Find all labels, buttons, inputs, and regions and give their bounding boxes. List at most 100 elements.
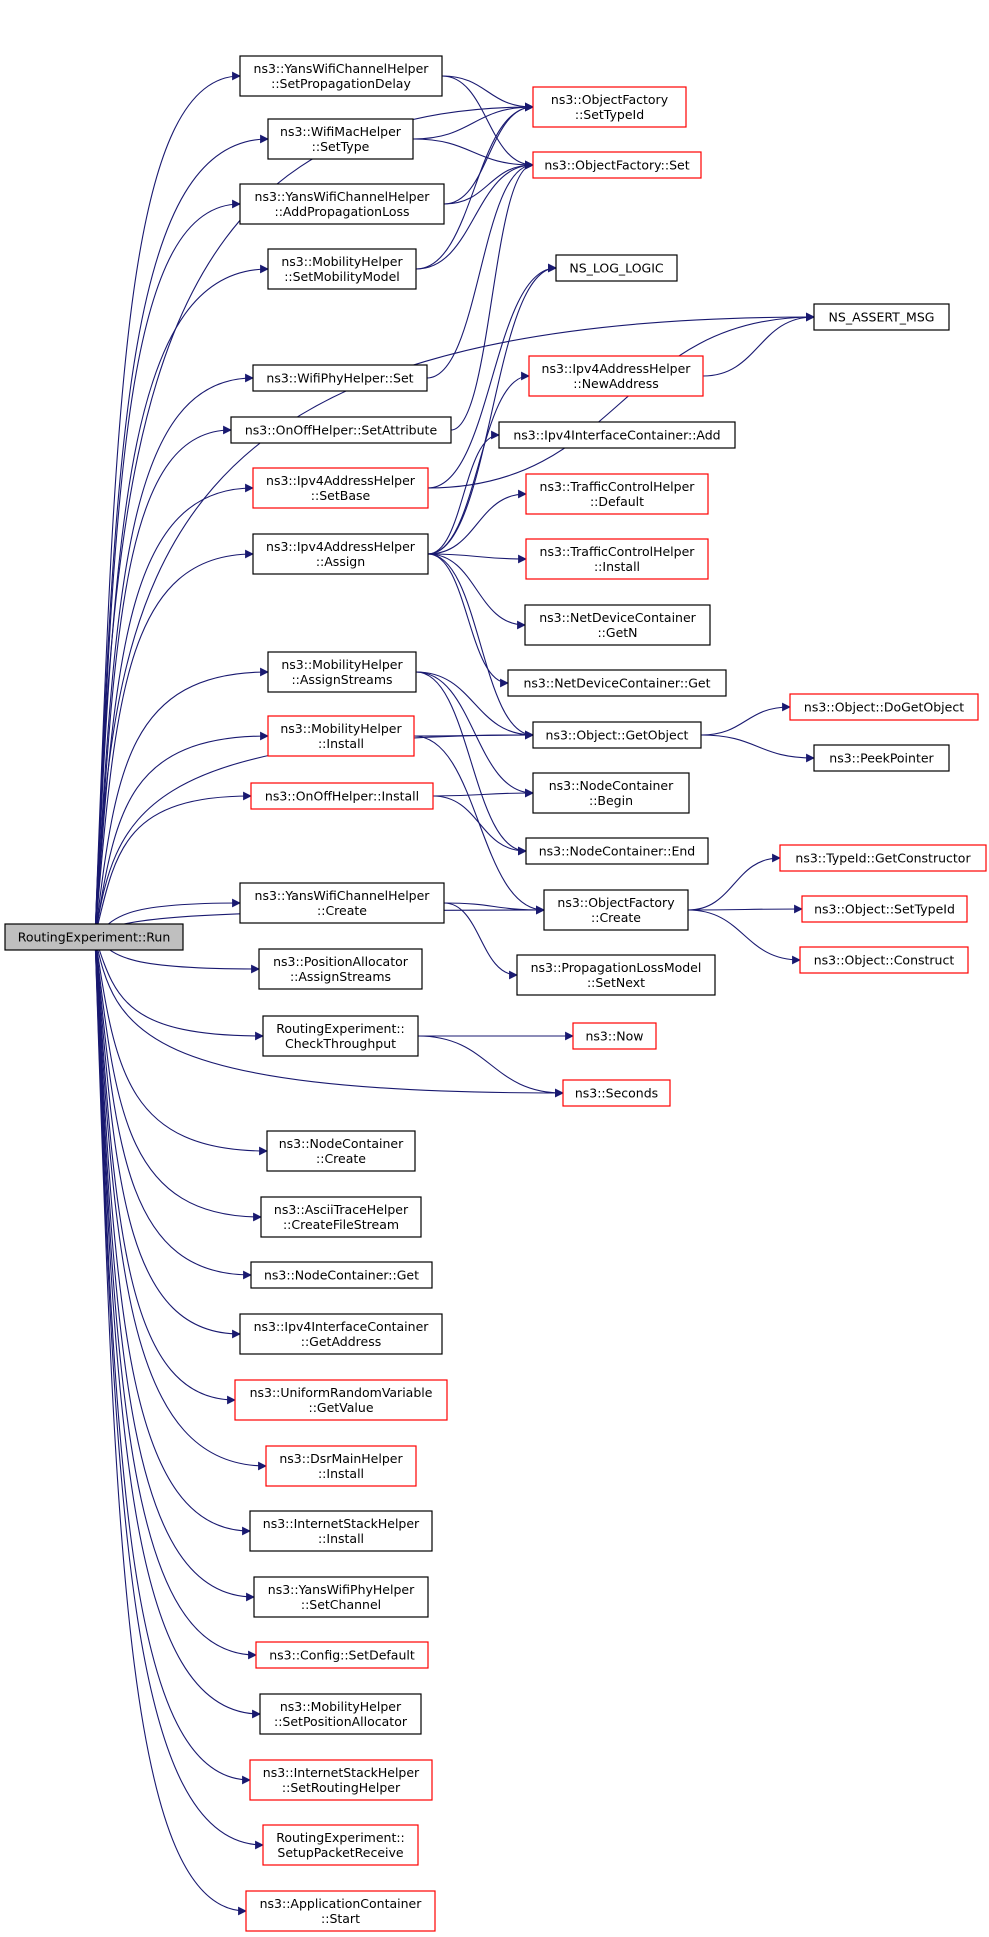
node-ndc-getn[interactable]: ns3::NetDeviceContainer::GetN xyxy=(524,604,711,646)
node-label-line: ::GetAddress xyxy=(301,1334,381,1349)
node-mob-assignstreams[interactable]: ns3::MobilityHelper::AssignStreams xyxy=(267,651,417,693)
node-nc-begin[interactable]: ns3::NodeContainer::Begin xyxy=(532,772,690,814)
node-label-line: ns3::Ipv4InterfaceContainer::Add xyxy=(513,428,720,443)
node-ascii-createfile[interactable]: ns3::AsciiTraceHelper::CreateFileStream xyxy=(260,1196,422,1238)
node-box xyxy=(801,895,968,923)
edge-ipv4_assign-to-obj_getobject xyxy=(427,553,534,740)
node-ns3-seconds[interactable]: ns3::Seconds xyxy=(562,1079,671,1107)
node-box xyxy=(266,1130,416,1172)
node-ndc-get[interactable]: ns3::NetDeviceContainer::Get xyxy=(507,669,727,697)
node-label-line: ns3::Object::SetTypeId xyxy=(814,902,955,917)
node-label-line: ns3::Ipv4AddressHelper xyxy=(542,361,692,376)
node-label-line: ::Create xyxy=(591,910,641,925)
node-mob-setposalloc[interactable]: ns3::MobilityHelper::SetPositionAllocato… xyxy=(259,1693,422,1735)
node-mob-install[interactable]: ns3::MobilityHelper::Install xyxy=(267,715,415,757)
node-nc-end[interactable]: ns3::NodeContainer::End xyxy=(525,837,709,865)
node-box xyxy=(799,946,969,974)
node-box xyxy=(524,604,711,646)
node-box xyxy=(252,533,429,575)
node-ish-install[interactable]: ns3::InternetStackHelper::Install xyxy=(249,1510,433,1552)
node-tch-install[interactable]: ns3::TrafficControlHelper::Install xyxy=(525,538,709,580)
node-ish-setrouting[interactable]: ns3::InternetStackHelper::SetRoutingHelp… xyxy=(249,1759,433,1801)
edge-root-to-ns3_seconds xyxy=(94,936,564,1098)
node-label-line: ns3::PeekPointer xyxy=(829,751,934,766)
node-of-set[interactable]: ns3::ObjectFactory::Set xyxy=(532,151,702,179)
node-box xyxy=(789,693,979,721)
edge-ipv4_assign-to-ipv4ic_add xyxy=(427,430,500,555)
node-ns-assert-msg[interactable]: NS_ASSERT_MSG xyxy=(813,303,950,331)
node-root[interactable]: RoutingExperiment::Run xyxy=(4,923,184,951)
node-re-checkthroughput[interactable]: RoutingExperiment::CheckThroughput xyxy=(262,1015,419,1057)
node-box xyxy=(813,303,950,331)
node-layer: RoutingExperiment::Run ns3::YansWifiChann… xyxy=(4,55,987,1932)
edge-wifimac_settype-to-of_settypeid xyxy=(412,102,534,140)
edge-mob_assignstreams-to-obj_getobject xyxy=(415,671,534,740)
node-label-line: SetupPacketReceive xyxy=(277,1845,404,1860)
node-obj-construct[interactable]: ns3::Object::Construct xyxy=(799,946,969,974)
node-ipv4-assign[interactable]: ns3::Ipv4AddressHelper::Assign xyxy=(252,533,429,575)
edge-onoff_setattr-to-of_set xyxy=(450,160,534,431)
node-wifimac-settype[interactable]: ns3::WifiMacHelper::SetType xyxy=(267,118,414,160)
node-re-setuppacket[interactable]: RoutingExperiment::SetupPacketReceive xyxy=(262,1824,419,1866)
node-yans-propdelay[interactable]: ns3::YansWifiChannelHelper::SetPropagati… xyxy=(239,55,443,97)
node-of-create[interactable]: ns3::ObjectFactory::Create xyxy=(543,889,689,931)
node-nc-get[interactable]: ns3::NodeContainer::Get xyxy=(250,1261,433,1289)
node-box xyxy=(239,882,445,924)
node-label-line: ns3::OnOffHelper::Install xyxy=(265,789,419,804)
node-box xyxy=(267,118,414,160)
node-box xyxy=(249,1759,433,1801)
node-wifiphy-set[interactable]: ns3::WifiPhyHelper::Set xyxy=(252,364,428,392)
node-yansphy-setchannel[interactable]: ns3::YansWifiPhyHelper::SetChannel xyxy=(253,1576,429,1618)
node-nc-create[interactable]: ns3::NodeContainer::Create xyxy=(266,1130,416,1172)
node-yans-create[interactable]: ns3::YansWifiChannelHelper::Create xyxy=(239,882,445,924)
node-box xyxy=(532,151,702,179)
node-typeid-getconstructor[interactable]: ns3::TypeId::GetConstructor xyxy=(779,844,987,872)
edge-root-to-dsr_install xyxy=(94,936,267,1471)
edge-yans_create-to-plm_setnext xyxy=(443,902,518,980)
node-label-line: ::SetNext xyxy=(587,975,645,990)
node-ipv4ic-getaddress[interactable]: ns3::Ipv4InterfaceContainer::GetAddress xyxy=(239,1313,443,1355)
edge-ipv4_assign-to-ipv4_newaddress xyxy=(427,371,530,555)
node-tch-default[interactable]: ns3::TrafficControlHelper::Default xyxy=(525,473,709,515)
node-ipv4-setbase[interactable]: ns3::Ipv4AddressHelper::SetBase xyxy=(252,467,429,509)
node-ns3-now[interactable]: ns3::Now xyxy=(572,1022,657,1050)
node-label-line: ns3::NodeContainer::Get xyxy=(264,1268,419,1283)
edge-obj_getobject-to-peekpointer xyxy=(700,734,815,763)
node-box xyxy=(262,1015,419,1057)
node-obj-settypeid[interactable]: ns3::Object::SetTypeId xyxy=(801,895,968,923)
node-mob-setmodel[interactable]: ns3::MobilityHelper::SetMobilityModel xyxy=(267,248,417,290)
node-box xyxy=(4,923,184,951)
node-ipv4-newaddress[interactable]: ns3::Ipv4AddressHelper::NewAddress xyxy=(528,355,704,397)
node-ns-log-logic[interactable]: NS_LOG_LOGIC xyxy=(555,254,678,282)
edge-root-to-ipv4_setbase xyxy=(94,483,254,938)
node-label-line: ::SetTypeId xyxy=(575,107,644,122)
node-label-line: ::SetBase xyxy=(311,488,371,503)
edge-mob_setmodel-to-of_set xyxy=(415,160,534,270)
node-urv-getvalue[interactable]: ns3::UniformRandomVariable::GetValue xyxy=(234,1379,448,1421)
node-obj-getobject[interactable]: ns3::Object::GetObject xyxy=(532,721,702,749)
edge-root-to-mob_assignstreams xyxy=(94,667,269,938)
node-box xyxy=(239,55,443,97)
node-box xyxy=(528,355,704,397)
node-box xyxy=(253,1576,429,1618)
node-appc-start[interactable]: ns3::ApplicationContainer::Start xyxy=(245,1890,436,1932)
node-onoff-setattr[interactable]: ns3::OnOffHelper::SetAttribute xyxy=(230,416,452,444)
node-yans-addprop[interactable]: ns3::YansWifiChannelHelper::AddPropagati… xyxy=(239,183,445,225)
node-dsr-install[interactable]: ns3::DsrMainHelper::Install xyxy=(265,1445,417,1487)
node-onoff-install[interactable]: ns3::OnOffHelper::Install xyxy=(250,782,434,810)
node-of-settypeid[interactable]: ns3::ObjectFactory::SetTypeId xyxy=(532,86,687,128)
node-label-line: ::Install xyxy=(318,1466,364,1481)
node-label-line: ::SetPositionAllocator xyxy=(274,1714,408,1729)
node-box xyxy=(262,1824,419,1866)
node-ipv4ic-add[interactable]: ns3::Ipv4InterfaceContainer::Add xyxy=(498,421,736,449)
node-box xyxy=(252,364,428,392)
node-plm-setnext[interactable]: ns3::PropagationLossModel::SetNext xyxy=(516,954,716,996)
node-label-line: ::GetN xyxy=(597,625,637,640)
node-config-setdefault[interactable]: ns3::Config::SetDefault xyxy=(255,1641,429,1669)
edge-root-to-ascii_createfile xyxy=(94,936,262,1222)
node-obj-dogetobject[interactable]: ns3::Object::DoGetObject xyxy=(789,693,979,721)
node-peekpointer[interactable]: ns3::PeekPointer xyxy=(813,744,950,772)
edge-yans_propdelay-to-of_settypeid xyxy=(441,75,534,112)
node-label-line: ns3::YansWifiChannelHelper xyxy=(255,888,431,903)
node-posalloc-assign[interactable]: ns3::PositionAllocator::AssignStreams xyxy=(258,948,423,990)
